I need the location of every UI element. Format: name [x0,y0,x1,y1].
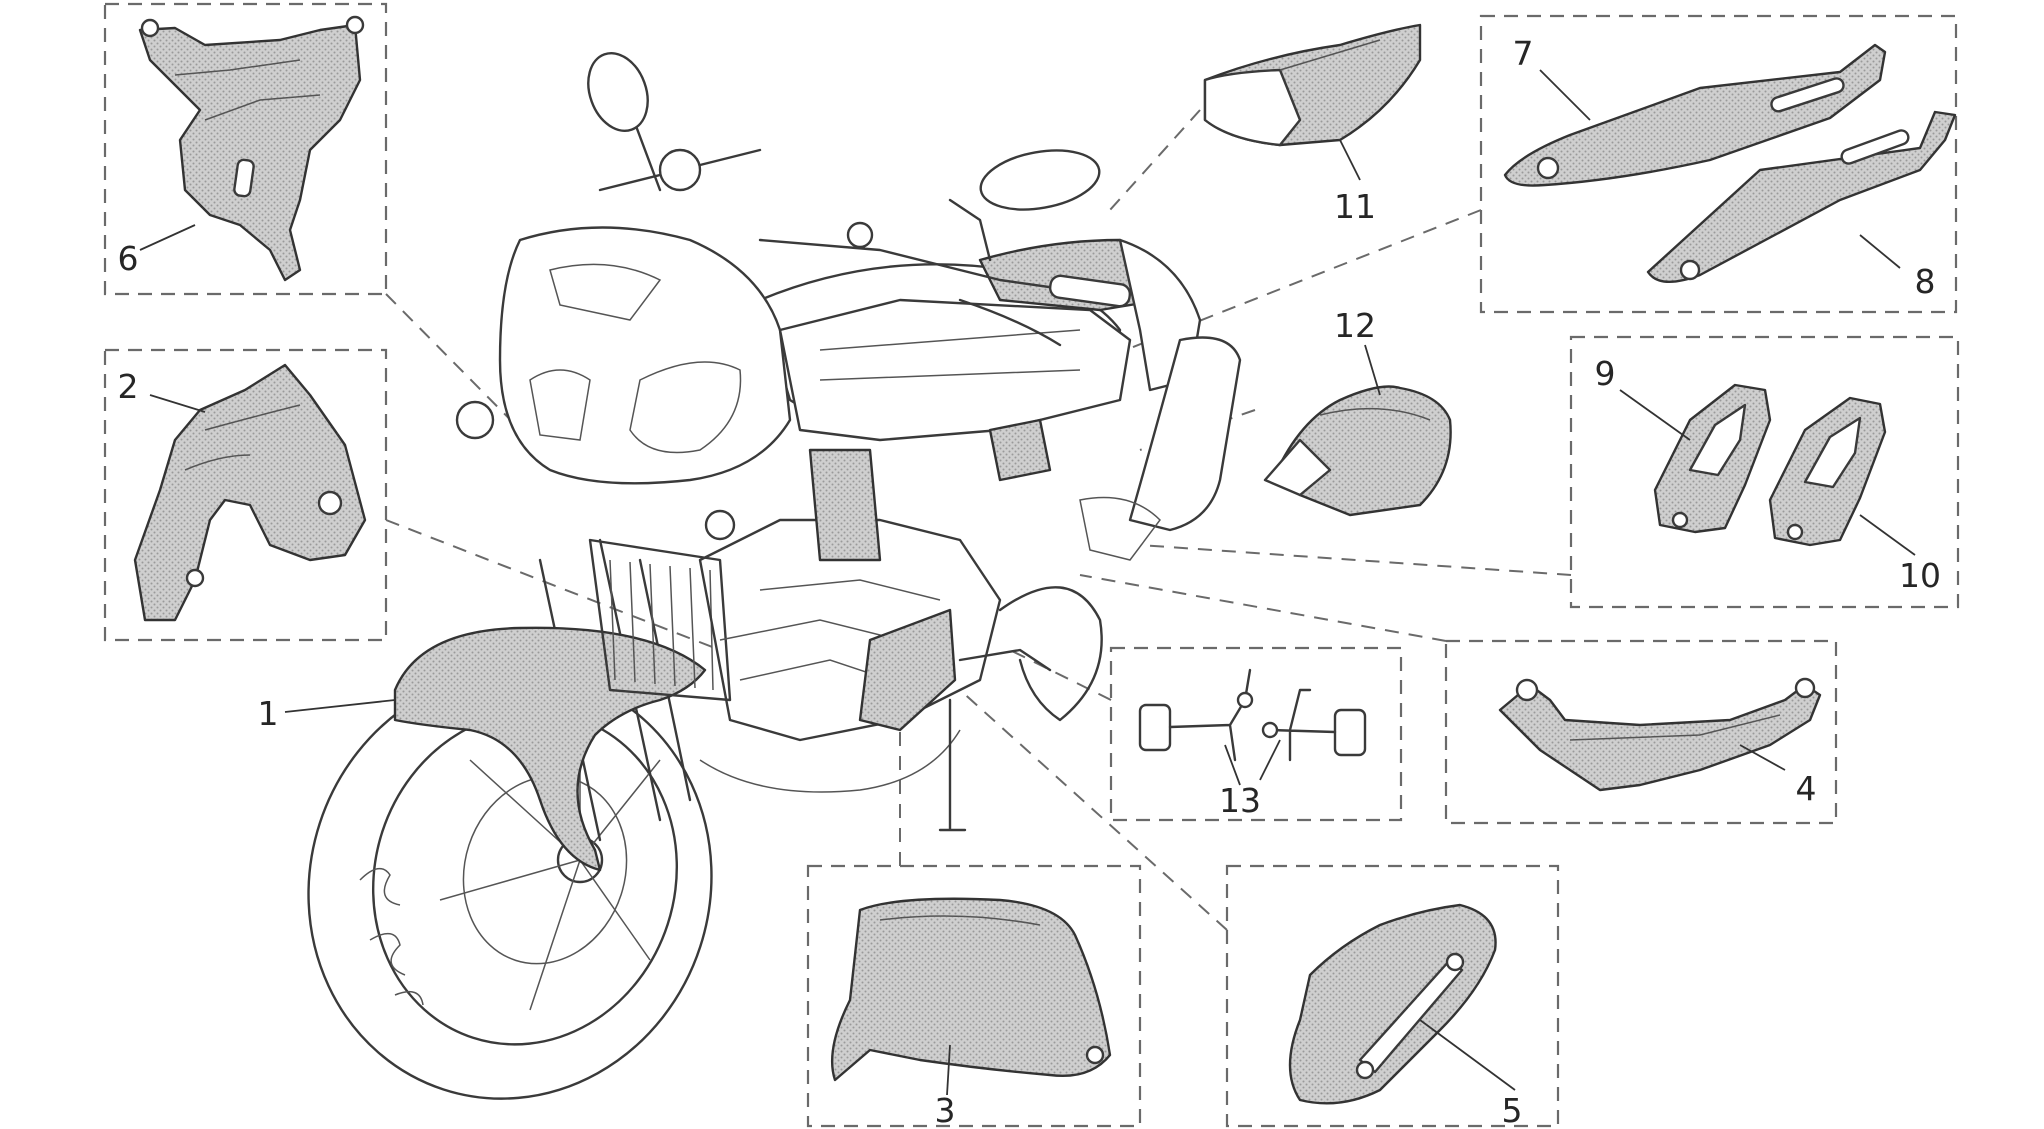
callout-2: 2 [118,367,139,406]
callout-7: 7 [1513,34,1534,73]
part-box-frames [103,2,1960,1128]
front-fender-part-1 [393,626,707,872]
box-part-2 [103,348,388,642]
part-11-drawing [1203,23,1422,147]
callout-10: 10 [1899,556,1941,595]
callout-13: 13 [1219,781,1261,820]
part-5-drawing [1288,903,1497,1105]
part-13-drawing [1138,668,1367,762]
callout-1: 1 [258,694,279,733]
callout-3: 3 [935,1091,956,1129]
part-2-drawing [133,363,367,622]
callout-11: 11 [1334,187,1376,226]
callout-labels: 1 2 3 4 5 6 7 8 9 10 11 12 13 [118,34,1942,1129]
callout-9: 9 [1595,354,1616,393]
callout-12: 12 [1334,306,1376,345]
part-3-drawing [830,897,1112,1082]
callout-5: 5 [1502,1091,1523,1129]
box-part-6 [103,2,388,296]
callout-8: 8 [1915,262,1936,301]
box-part-4 [1444,639,1838,825]
part-9-drawing [1653,383,1772,534]
box-parts-7-8 [1479,14,1958,314]
callout-leaders [139,69,1916,1096]
part-8-drawing [1646,110,1957,283]
box-parts-9-10 [1569,335,1960,609]
callout-4: 4 [1796,769,1817,808]
box-part-13 [1109,646,1403,822]
part-6-drawing [138,15,365,282]
part-10-drawing [1768,396,1887,547]
box-part-5 [1225,864,1560,1128]
part-7-drawing [1503,43,1887,187]
part-4-drawing [1498,677,1822,792]
callout-6: 6 [118,239,139,278]
motorcycle-illustration [307,52,1242,1100]
part-12-drawing [1263,385,1452,517]
box-part-3 [806,864,1142,1128]
